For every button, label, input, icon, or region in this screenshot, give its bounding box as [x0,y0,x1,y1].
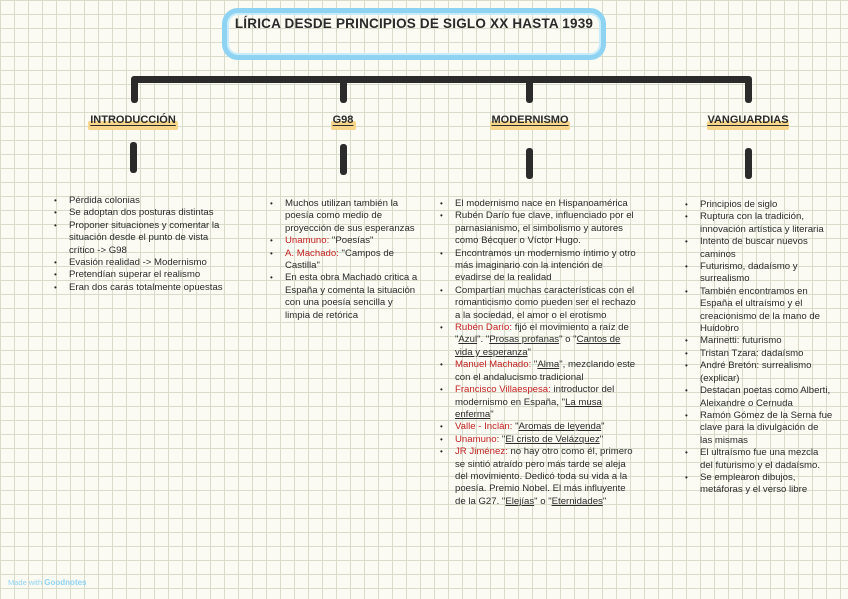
list-g98: Muchos utilizan también la poesía como m… [268,198,420,322]
item-text: Se emplearon dibujos, metáforas y el ver… [700,472,807,495]
item-text: Intento de buscar nuevos caminos [700,236,808,259]
author-name: Rubén Darío: [455,322,512,333]
list-item: Ramón Gómez de la Serna fue clave para l… [683,410,833,447]
item-text: " [603,496,606,507]
item-text: " o " [534,496,551,507]
item-text: Futurismo, dadaísmo y surrealismo [700,261,798,284]
list-item: Ruptura con la tradición, innovación art… [683,211,833,236]
list-item: Evasión realidad -> Modernismo [52,257,224,269]
item-text: " [601,421,604,432]
list-item: Principios de siglo [683,199,833,211]
lower-stem-introduccion [130,142,137,173]
item-text: Principios de siglo [700,199,777,210]
list-item: JR Jiménez: no hay otro como él, primero… [438,446,638,508]
list-item: Encontramos un modernismo íntimo y otro … [438,248,638,285]
stem-vanguardias [745,76,752,103]
list-item: También encontramos en España el ultraís… [683,286,833,336]
work-title: El cristo de Velázquez [505,434,599,445]
list-introduccion: Pérdida coloniasSe adoptan dos posturas … [52,195,224,294]
list-item: Eran dos caras totalmente opuestas [52,282,224,294]
list-vanguardias: Principios de sigloRuptura con la tradic… [683,199,833,497]
list-item: El ultraísmo fue una mezcla del futurism… [683,447,833,472]
item-text: Evasión realidad -> Modernismo [69,257,207,268]
stem-introduccion [131,76,138,103]
list-item: El modernismo nace en Hispanoamérica [438,198,638,210]
list-item: En esta obra Machado critica a España y … [268,272,420,322]
list-modernismo: El modernismo nace en HispanoaméricaRubé… [438,198,638,508]
stem-g98 [340,76,347,103]
work-title: Eternidades [552,496,603,507]
lower-stem-vanguardias [745,148,752,179]
item-text: Tristan Tzara: dadaísmo [700,348,803,359]
author-name: Francisco Villaespesa: [455,384,551,395]
list-item: Proponer situaciones y comentar la situa… [52,220,224,257]
item-text: " [600,434,603,445]
list-item: Rubén Darío fue clave, influenciado por … [438,210,638,247]
heading-g98: G98 [313,114,373,126]
goodnotes-watermark: Made with Goodnotes [8,578,87,587]
list-item: Marinetti: futurismo [683,335,833,347]
item-text: El ultraísmo fue una mezcla del futurism… [700,447,820,470]
item-text: Se adoptan dos posturas distintas [69,207,214,218]
list-item: Unamuno: "El cristo de Velázquez" [438,434,638,446]
item-text: Marinetti: futurismo [700,335,782,346]
item-text: Ruptura con la tradición, innovación art… [700,211,824,234]
list-item: Unamuno: "Poesías" [268,235,420,247]
list-item: Compartían muchas características con el… [438,285,638,322]
lower-stem-modernismo [526,148,533,179]
list-item: A. Machado: "Campos de Castilla" [268,248,420,273]
list-item: Se emplearon dibujos, metáforas y el ver… [683,472,833,497]
list-item: Futurismo, dadaísmo y surrealismo [683,261,833,286]
work-title: Elejías [505,496,534,507]
item-text: El modernismo nace en Hispanoamérica [455,198,628,209]
item-text: André Bretón: surrealismo (explicar) [700,360,811,383]
stem-modernismo [526,76,533,103]
item-text: Ramón Gómez de la Serna fue clave para l… [700,410,832,446]
item-text: Destacan poetas como Alberti, Aleixandre… [700,385,830,408]
work-title: Alma [537,359,559,370]
list-item: Muchos utilizan también la poesía como m… [268,198,420,235]
item-text: Muchos utilizan también la poesía como m… [285,198,415,234]
item-text: Pérdida colonias [69,195,140,206]
list-item: Intento de buscar nuevos caminos [683,236,833,261]
heading-vanguardias: VANGUARDIAS [694,114,802,126]
diagram-title: LÍRICA DESDE PRINCIPIOS DE SIGLO XX HAST… [222,16,606,31]
lower-stem-g98 [340,144,347,175]
list-item: Manuel Machado: "Alma", mezclando este c… [438,359,638,384]
list-item: Tristan Tzara: dadaísmo [683,348,833,360]
item-text: ". " [477,334,489,345]
list-item: Francisco Villaespesa: introductor del m… [438,384,638,421]
list-item: Rubén Darío: fijó el movimiento a raíz d… [438,322,638,359]
author-name: A. Machado: [285,248,339,259]
item-text: Pretendían superar el realismo [69,269,200,280]
author-name: Manuel Machado: [455,359,531,370]
heading-introduccion: INTRODUCCIÓN [78,114,188,126]
list-item: Pérdida colonias [52,195,224,207]
item-text: " o " [559,334,576,345]
list-item: Pretendían superar el realismo [52,269,224,281]
item-text: Proponer situaciones y comentar la situa… [69,220,219,256]
horizontal-connector [132,76,750,83]
item-text: " [528,347,531,358]
list-item: Valle - Inclán: "Aromas de leyenda" [438,421,638,433]
item-text: " [490,409,493,420]
heading-modernismo: MODERNISMO [476,114,584,126]
item-text: Encontramos un modernismo íntimo y otro … [455,248,636,284]
author-name: JR Jiménez: [455,446,508,457]
list-item: Se adoptan dos posturas distintas [52,207,224,219]
item-text: "Poesías" [329,235,373,246]
author-name: Unamuno: [455,434,499,445]
item-text: Eran dos caras totalmente opuestas [69,282,223,293]
work-title: Prosas profanas [489,334,559,345]
author-name: Valle - Inclán: [455,421,512,432]
work-title: Aromas de leyenda [519,421,602,432]
author-name: Unamuno: [285,235,329,246]
item-text: También encontramos en España el ultraís… [700,286,820,334]
item-text: En esta obra Machado critica a España y … [285,272,417,320]
work-title: Azul [458,334,477,345]
list-item: André Bretón: surrealismo (explicar) [683,360,833,385]
item-text: Compartían muchas características con el… [455,285,636,321]
item-text: Rubén Darío fue clave, influenciado por … [455,210,634,246]
list-item: Destacan poetas como Alberti, Aleixandre… [683,385,833,410]
